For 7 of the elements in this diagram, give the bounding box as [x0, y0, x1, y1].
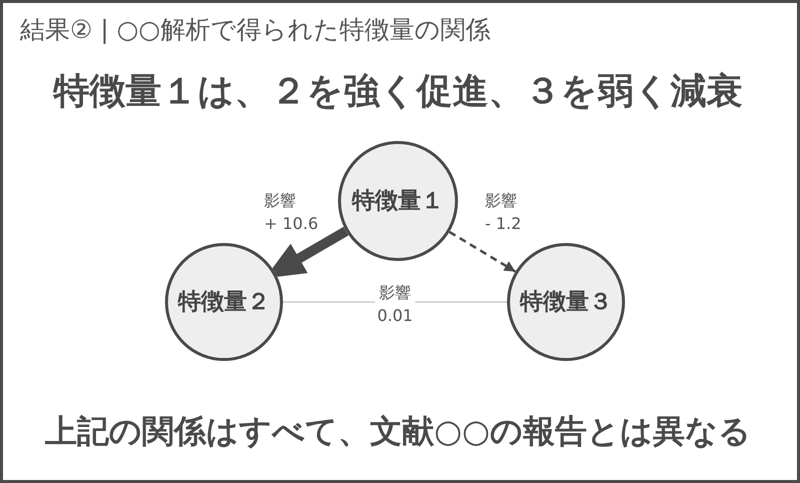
- circle-node: 特徴量１: [338, 141, 458, 261]
- slide-title: 結果② | ○○解析で得られた特徴量の関係: [20, 14, 490, 46]
- dashed-arrow: [448, 230, 516, 273]
- headline: 特徴量１は、２を強く促進、３を弱く減衰: [52, 70, 744, 114]
- statement-text: 上記の関係はすべて、文献○○の報告とは異なる: [44, 411, 752, 452]
- circle-node: 特徴量２: [165, 243, 283, 361]
- circle-node: 特徴量３: [507, 243, 625, 361]
